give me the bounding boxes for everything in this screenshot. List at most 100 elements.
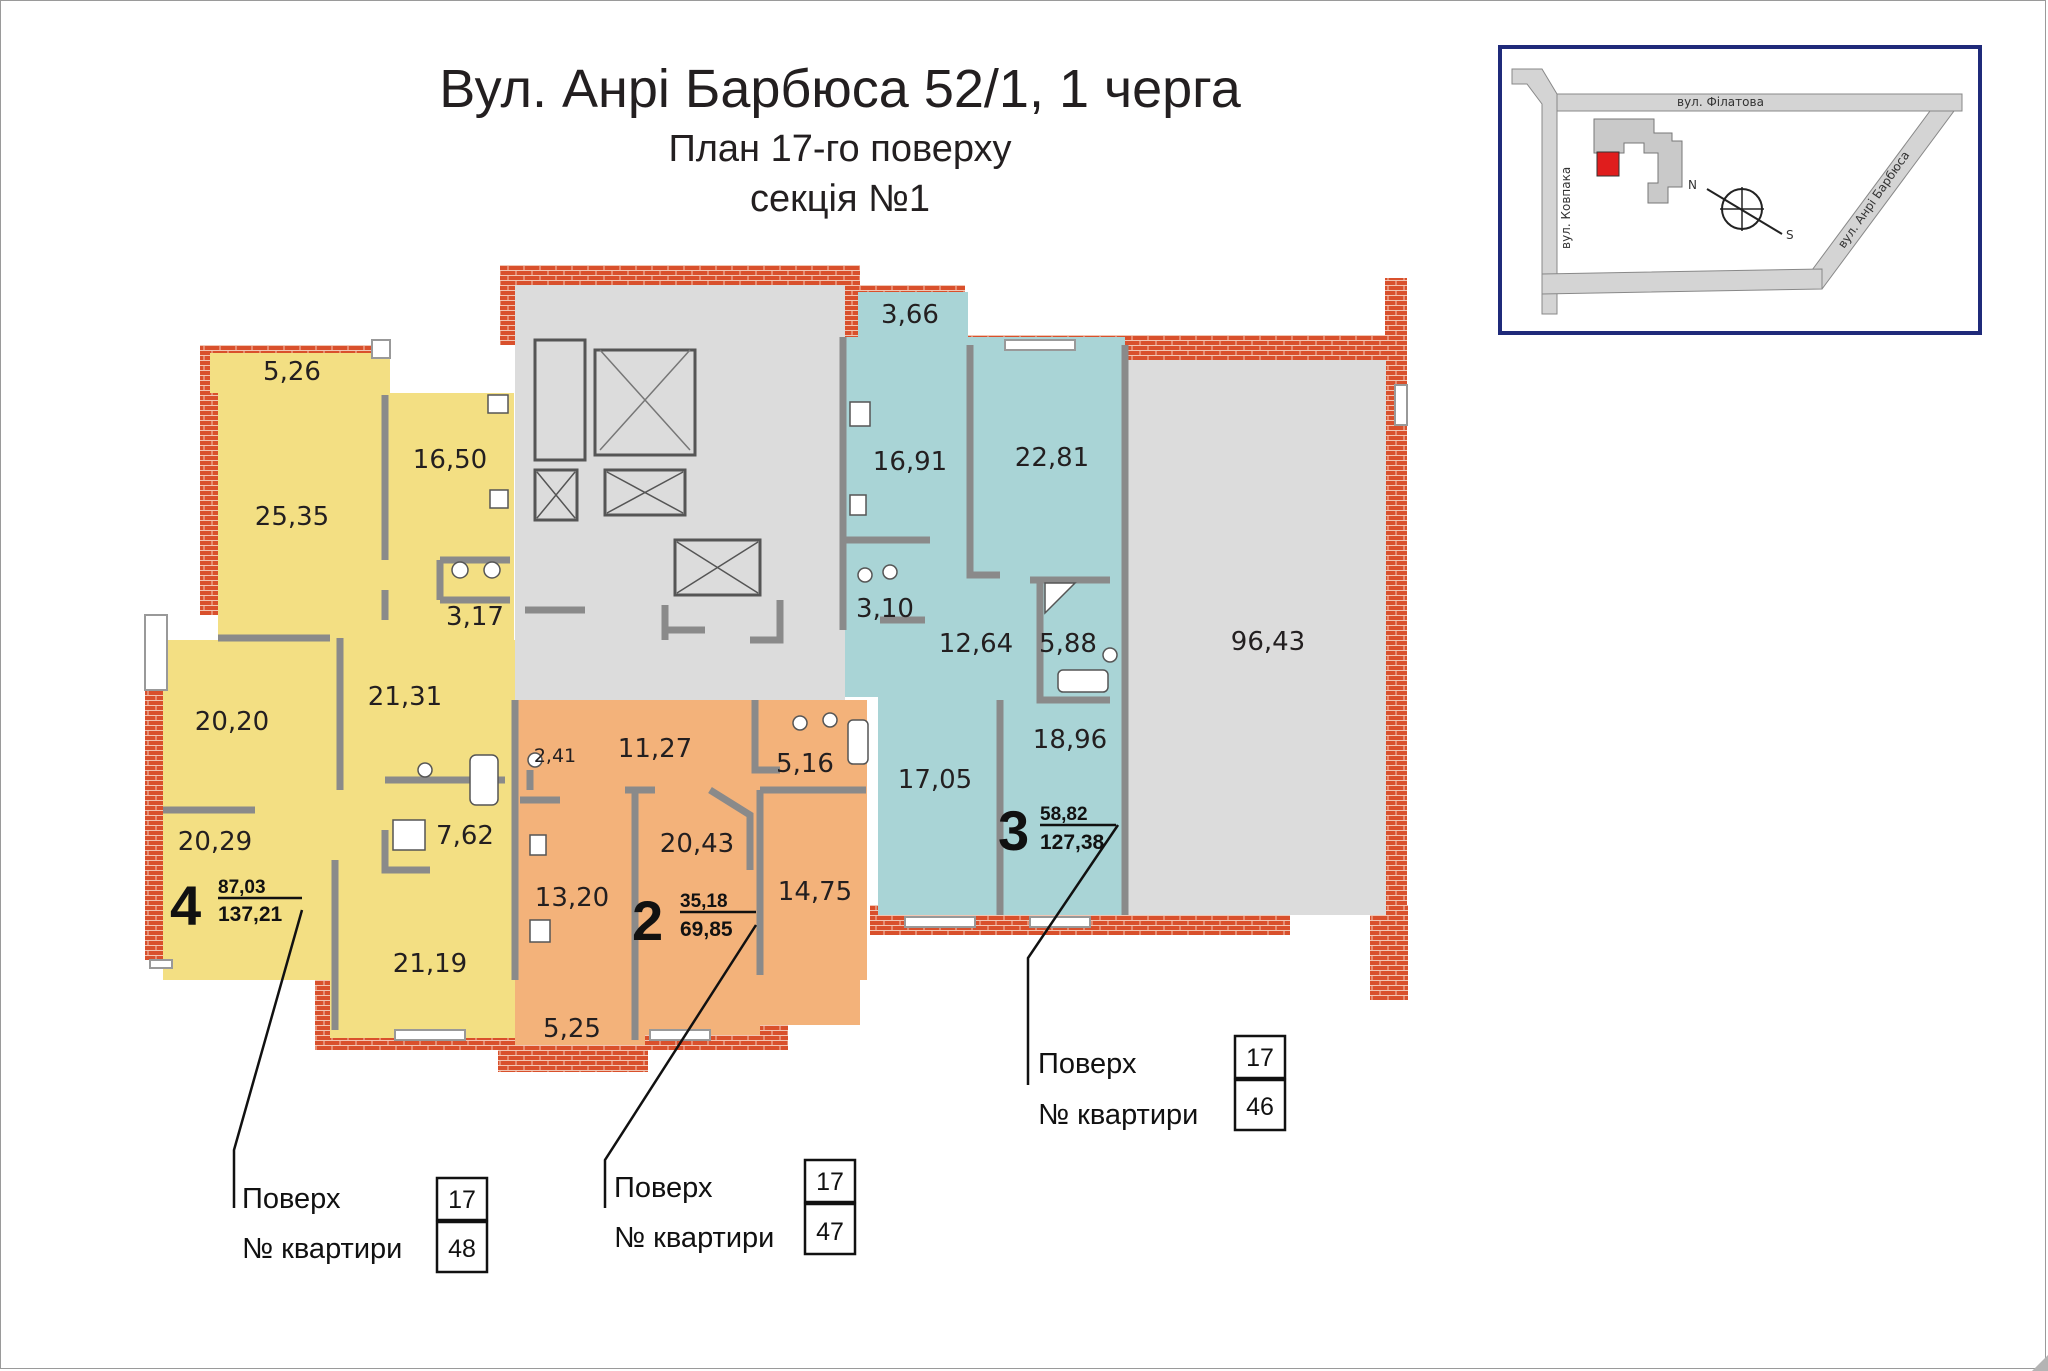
stove-icon-a3 <box>849 401 871 427</box>
fixtures <box>392 394 1118 943</box>
room-area: 21,19 <box>393 949 467 979</box>
title-section: секція №1 <box>750 178 930 220</box>
basin-icon-a4 <box>483 561 501 579</box>
commercial-space <box>1128 360 1386 915</box>
title-address: Вул. Анрі Барбюса 52/1, 1 черга <box>439 59 1241 119</box>
legend-apartment-46: Поверх 17 № квартири 46 <box>1038 1034 1287 1132</box>
apartment-3-badge: 3 58,82 127,38 <box>998 799 1116 862</box>
room-area: 11,27 <box>618 734 692 764</box>
apartment-living-area: 87,03 <box>218 877 266 898</box>
room-area: 21,31 <box>368 682 442 712</box>
location-map-drawing: N S вул. Філатова вул. Ковпака вул. Анрі… <box>1511 68 1963 315</box>
apartment-total-area: 127,38 <box>1040 831 1105 854</box>
apartment-living-area: 58,82 <box>1040 804 1088 825</box>
room-area: 25,35 <box>255 502 329 532</box>
bathtub-icon-a4 <box>469 754 499 806</box>
shower-icon-a3 <box>1044 582 1077 615</box>
legend-floor-value: 17 <box>448 1186 476 1214</box>
legend-apartment-label: № квартири <box>242 1233 402 1265</box>
apartment-number: 2 <box>632 889 663 952</box>
windows <box>144 339 1408 1041</box>
interior-walls <box>163 337 1129 1040</box>
apartment-number: 4 <box>170 874 201 937</box>
bathtub-icon-a3 <box>1057 669 1109 693</box>
shower-icon-a4 <box>392 819 426 851</box>
legend-apartment-label: № квартири <box>1038 1099 1198 1131</box>
stove-icon-a2 <box>529 919 551 943</box>
legend-apartment-48: Поверх 17 № квартири 48 <box>242 1176 489 1274</box>
room-area: 2,41 <box>534 745 576 767</box>
room-area: 5,88 <box>1039 629 1097 659</box>
apartment-total-area: 69,85 <box>680 918 733 941</box>
room-area: 3,10 <box>856 594 914 624</box>
toilet-icon-a3-bath <box>1102 647 1118 663</box>
stairwell <box>533 338 587 462</box>
title-floor-plan: План 17-го поверху <box>668 128 1012 170</box>
toilet-icon-a2 <box>792 715 808 731</box>
sink-icon-a4 <box>489 489 509 509</box>
legend-apartment-47: Поверх 17 № квартири 47 <box>614 1158 857 1256</box>
apartment-living-area: 35,18 <box>680 891 728 912</box>
map-street-filatova: вул. Філатова <box>1677 95 1764 109</box>
room-area: 17,05 <box>898 765 972 795</box>
road-kovpaka <box>1511 68 1558 315</box>
stair-elevator-core <box>515 285 845 700</box>
apartment-4-badge: 4 87,03 137,21 <box>170 874 302 937</box>
room-area: 3,17 <box>446 602 504 632</box>
location-map: N S вул. Філатова вул. Ковпака вул. Анрі… <box>1498 45 1982 335</box>
room-area: 18,96 <box>1033 725 1107 755</box>
room-area: 16,50 <box>413 445 487 475</box>
legend-apartment-label: № квартири <box>614 1222 774 1254</box>
legend-apartment-value: 48 <box>448 1235 476 1263</box>
legend-floor-label: Поверх <box>614 1172 713 1204</box>
legend-floor-label: Поверх <box>1038 1048 1137 1080</box>
building-complex <box>1593 118 1683 204</box>
legend-floor-label: Поверх <box>242 1183 341 1215</box>
sink-icon-a2 <box>529 834 547 856</box>
room-area: 20,43 <box>660 829 734 859</box>
a4-balcony <box>210 353 390 393</box>
map-south-label: S <box>1786 228 1794 242</box>
map-north-label: N <box>1688 178 1697 192</box>
room-area: 5,26 <box>263 357 321 387</box>
room-area: 5,16 <box>776 749 834 779</box>
toilet-icon-a2-small <box>527 752 543 768</box>
room-areas: 5,26 25,35 16,50 3,17 21,31 20,20 20,29 … <box>178 300 1305 1044</box>
stove-icon-a4 <box>487 394 509 414</box>
compass-icon <box>1706 187 1783 235</box>
bathtub-icon-a2 <box>847 719 869 765</box>
corner-fold <box>2032 1355 2048 1371</box>
legend-floor-value: 17 <box>816 1168 844 1196</box>
building-section-marker <box>1596 151 1620 177</box>
room-area: 22,81 <box>1015 443 1089 473</box>
apartment-2-badge: 2 35,18 69,85 <box>632 889 756 952</box>
room-area: 14,75 <box>778 877 852 907</box>
room-area: 3,66 <box>881 300 939 330</box>
room-area: 13,20 <box>535 883 609 913</box>
toilet-icon-a4 <box>451 561 469 579</box>
room-area: 5,25 <box>543 1014 601 1044</box>
legend-apartment-value: 46 <box>1246 1093 1274 1121</box>
basin-icon-a3 <box>882 564 898 580</box>
apartment-number: 3 <box>998 799 1029 862</box>
room-area: 20,20 <box>195 707 269 737</box>
map-street-kovpaka: вул. Ковпака <box>1559 167 1573 249</box>
apartment-2 <box>515 700 867 1045</box>
room-area: 16,91 <box>873 447 947 477</box>
road-bottom <box>1541 268 1823 295</box>
room-area-commercial: 96,43 <box>1231 627 1305 657</box>
basin-icon-a2 <box>822 712 838 728</box>
room-area: 12,64 <box>939 629 1013 659</box>
leader-lines <box>232 824 1120 1208</box>
room-area: 20,29 <box>178 827 252 857</box>
toilet-icon-a4-bath <box>417 762 433 778</box>
toilet-icon-a3 <box>857 567 873 583</box>
room-area: 7,62 <box>436 821 494 851</box>
road-filatova <box>1556 93 1963 112</box>
apartment-total-area: 137,21 <box>218 903 283 926</box>
sink-icon-a3 <box>849 494 867 516</box>
legend-floor-value: 17 <box>1246 1044 1274 1072</box>
legend-apartment-value: 47 <box>816 1218 844 1246</box>
